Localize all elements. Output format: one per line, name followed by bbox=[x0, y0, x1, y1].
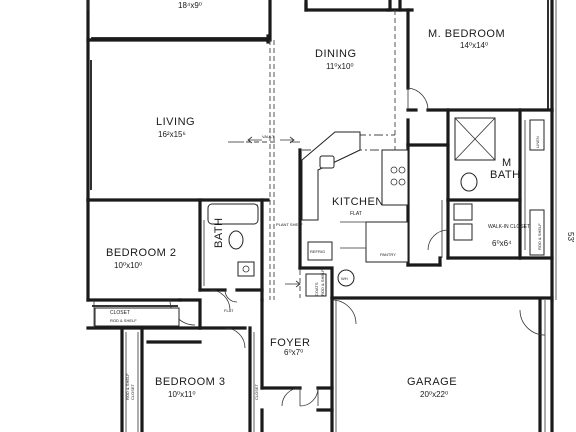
garage-dim: 20⁰x22⁰ bbox=[420, 390, 448, 399]
kitchen-island bbox=[381, 149, 409, 206]
small-labels: VAULT PLANT SHELF REFRIG PANTRY WH COATS… bbox=[110, 134, 575, 400]
hall-closet-label: CLOSET bbox=[254, 383, 259, 400]
wh-label: WH bbox=[341, 276, 348, 281]
dining-dim: 11⁰x10⁰ bbox=[326, 62, 354, 71]
bedroom2-label: BEDROOM 2 bbox=[106, 247, 177, 259]
vault-label: VAULT bbox=[262, 134, 275, 139]
bedroom3-closet-label: CLOSET bbox=[130, 383, 135, 400]
bath-label: BATH bbox=[213, 217, 225, 248]
walls bbox=[86, 0, 554, 432]
master-sink2-icon bbox=[453, 223, 473, 241]
top-room-dim: 18⁴x9⁰ bbox=[178, 1, 202, 10]
detail-lines bbox=[87, 0, 557, 432]
refrigerator-icon bbox=[307, 241, 333, 261]
foyer-dim: 6⁰x7⁰ bbox=[284, 348, 303, 357]
refrig-label: REFRIG bbox=[310, 249, 325, 254]
room-labels: 18⁴x9⁰ DINING 11⁰x10⁰ M. BEDROOM 14⁰x14⁰… bbox=[106, 1, 530, 399]
plant-shelf-label: PLANT SHELF bbox=[276, 222, 303, 227]
bedroom3-closet-rod-label: ROD & SHELF bbox=[125, 373, 130, 400]
master-bath-m-label: M bbox=[502, 157, 512, 169]
bedroom3-label: BEDROOM 3 bbox=[155, 376, 226, 388]
bathtub-icon bbox=[207, 203, 259, 225]
coat-closet-shelf bbox=[305, 273, 327, 297]
hall-flat-label: FLAT bbox=[224, 308, 234, 313]
master-bath-label: BATH bbox=[490, 169, 521, 181]
living-label: LIVING bbox=[156, 116, 195, 128]
linen-label: LINEN bbox=[535, 136, 540, 148]
dining-label: DINING bbox=[315, 48, 357, 60]
linen-shelf bbox=[529, 119, 545, 151]
living-dim: 16²x15⁶ bbox=[158, 130, 186, 139]
master-bedroom-label: M. BEDROOM bbox=[428, 28, 505, 40]
foyer-label: FOYER bbox=[270, 337, 310, 349]
closet-shelf bbox=[529, 209, 545, 256]
kitchen-sink-icon bbox=[319, 155, 335, 169]
bedroom2-closet-rod-label: ROD & SHELF bbox=[110, 318, 137, 323]
master-closet-rod-label: ROD & SHELF bbox=[537, 223, 542, 250]
kitchen-counter bbox=[301, 131, 361, 221]
fixtures bbox=[94, 117, 545, 327]
coats-rod-label: ROD & SHELF bbox=[320, 269, 325, 296]
kitchen-flat-label: FLAT bbox=[350, 211, 362, 217]
master-toilet-icon bbox=[460, 172, 478, 192]
sink-icon bbox=[237, 261, 255, 277]
pantry-label: PANTRY bbox=[380, 252, 396, 257]
walk-in-closet-dim: 6⁰x6⁴ bbox=[492, 239, 512, 248]
pantry-shelf bbox=[365, 221, 409, 263]
garage-label: GARAGE bbox=[407, 376, 457, 388]
master-bedroom-dim: 14⁰x14⁰ bbox=[460, 41, 488, 50]
bedroom2-dim: 10⁰x10⁰ bbox=[114, 261, 142, 270]
overall-dimension: 53' bbox=[566, 232, 575, 243]
bedroom3-dim: 10⁰x11⁰ bbox=[168, 390, 196, 399]
master-sink-icon bbox=[453, 203, 473, 221]
coats-label: COATS bbox=[314, 282, 319, 296]
bedroom2-closet-label: CLOSET bbox=[110, 310, 130, 316]
water-heater-icon bbox=[337, 269, 355, 287]
walk-in-closet-label: WALK-IN CLOSET bbox=[488, 224, 530, 230]
toilet-icon bbox=[228, 230, 244, 250]
kitchen-label: KITCHEN bbox=[332, 196, 384, 208]
bedroom2-closet-rod bbox=[94, 307, 180, 327]
